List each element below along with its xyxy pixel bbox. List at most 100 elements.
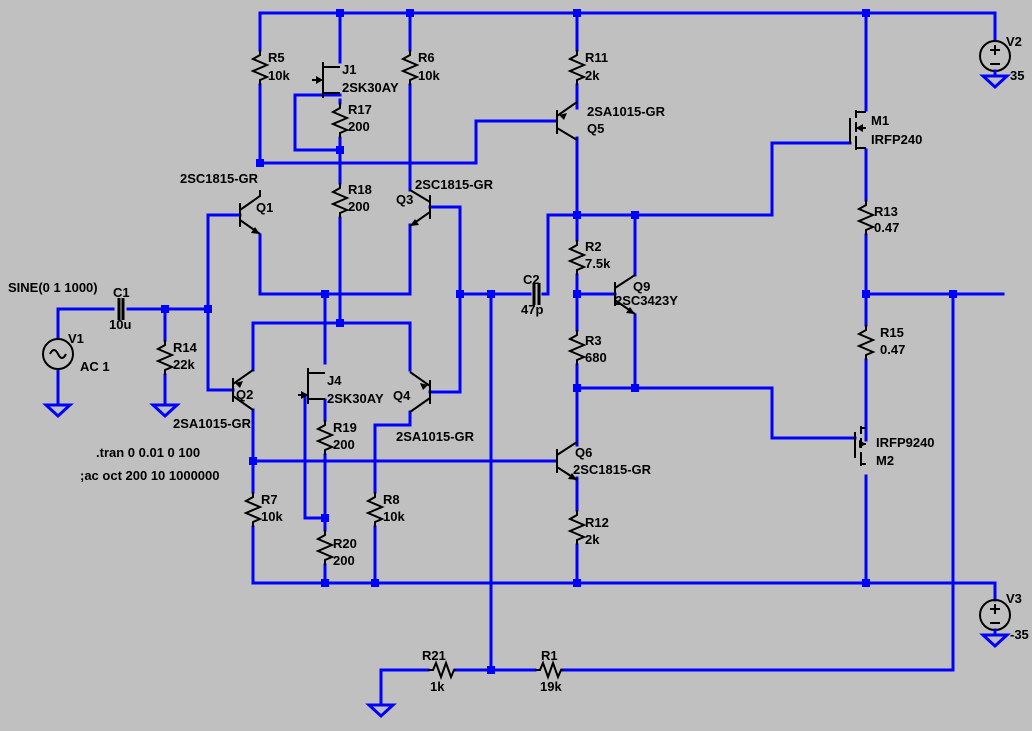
q1-ref: Q1 xyxy=(256,200,273,215)
r13-ref: R13 xyxy=(874,204,898,219)
transistors xyxy=(232,62,866,481)
r1-value: 19k xyxy=(540,679,562,694)
v2-value: 35 xyxy=(1010,68,1024,83)
ground-icon xyxy=(42,403,74,419)
capacitors xyxy=(117,283,541,320)
resistor-r15[interactable] xyxy=(856,325,876,360)
resistor-r11[interactable] xyxy=(567,50,587,85)
q3-ref: Q3 xyxy=(396,192,413,207)
jfet-j4[interactable] xyxy=(298,368,325,404)
resistor-r1[interactable] xyxy=(535,660,563,680)
r11-value: 2k xyxy=(585,68,600,83)
voltage-source-v1[interactable] xyxy=(42,338,74,370)
resistor-r17[interactable] xyxy=(330,103,350,138)
r15-ref: R15 xyxy=(880,325,904,340)
r15-value: 0.47 xyxy=(880,342,905,357)
resistor-r19[interactable] xyxy=(315,420,335,455)
m2-ref: M2 xyxy=(876,453,894,468)
junctions xyxy=(161,9,957,674)
r8-ref: R8 xyxy=(383,492,400,507)
capacitor-c2[interactable] xyxy=(532,283,541,305)
q5-ref: Q5 xyxy=(587,121,604,136)
q6-ref: Q6 xyxy=(575,445,592,460)
transistor-q1[interactable] xyxy=(239,190,261,235)
tran-directive[interactable]: .tran 0 0.01 0 100 xyxy=(96,445,200,460)
resistor-r12[interactable] xyxy=(567,510,587,545)
resistor-r13[interactable] xyxy=(856,200,876,235)
resistor-r7[interactable] xyxy=(243,492,263,527)
resistor-r21[interactable] xyxy=(428,660,456,680)
c2-value: 47p xyxy=(521,302,543,317)
v1-value: AC 1 xyxy=(80,359,110,374)
r5-ref: R5 xyxy=(268,50,285,65)
capacitor-c1[interactable] xyxy=(117,298,125,320)
wires xyxy=(56,11,1005,707)
r7-ref: R7 xyxy=(261,492,278,507)
r20-value: 200 xyxy=(333,553,355,568)
m1-value: IRFP240 xyxy=(871,132,922,147)
resistors xyxy=(155,50,876,680)
r3-ref: R3 xyxy=(585,333,602,348)
r8-value: 10k xyxy=(383,509,405,524)
resistor-r6[interactable] xyxy=(400,50,420,85)
q9-ref: Q9 xyxy=(633,279,650,294)
q2-ref: Q2 xyxy=(236,387,253,402)
j1-value: 2SK30AY xyxy=(342,80,399,95)
r14-value: 22k xyxy=(173,357,195,372)
mosfet-m2[interactable] xyxy=(854,426,866,466)
resistor-r14[interactable] xyxy=(155,340,175,375)
r2-value: 7.5k xyxy=(585,256,611,271)
mosfet-m1[interactable] xyxy=(849,110,866,150)
ground-icon xyxy=(979,74,1011,90)
r19-ref: R19 xyxy=(333,420,357,435)
transistor-q4[interactable] xyxy=(409,371,431,413)
r21-value: 1k xyxy=(430,679,445,694)
m1-ref: M1 xyxy=(871,113,889,128)
ground-icon xyxy=(149,403,181,419)
r5-value: 10k xyxy=(268,68,290,83)
resistor-r8[interactable] xyxy=(365,492,385,527)
jfet-j1[interactable] xyxy=(312,62,340,98)
transistor-q2[interactable] xyxy=(232,369,254,411)
transistor-q5[interactable] xyxy=(556,101,578,141)
r11-ref: R11 xyxy=(585,50,608,65)
resistor-r20[interactable] xyxy=(315,530,335,565)
q4-value: 2SA1015-GR xyxy=(396,429,475,444)
r6-ref: R6 xyxy=(418,50,435,65)
r13-value: 0.47 xyxy=(874,220,899,235)
r1-ref: R1 xyxy=(541,648,558,663)
q2-value: 2SA1015-GR xyxy=(173,416,252,431)
v3-value: -35 xyxy=(1010,627,1029,642)
j4-value: 2SK30AY xyxy=(327,391,384,406)
grounds xyxy=(42,69,1011,719)
resistor-r3[interactable] xyxy=(567,330,587,365)
transistor-q3[interactable] xyxy=(409,189,431,227)
transistor-q9[interactable] xyxy=(614,274,636,315)
c1-value: 10u xyxy=(109,317,131,332)
q9-value: 2SC3423Y xyxy=(615,293,678,308)
q1-value: 2SC1815-GR xyxy=(180,171,259,186)
r2-ref: R2 xyxy=(585,239,602,254)
r20-ref: R20 xyxy=(333,536,357,551)
labels: R5 10k R6 10k J1 2SK30AY R17 200 R18 200… xyxy=(8,34,1029,694)
c2-ref: C2 xyxy=(523,272,540,287)
r12-ref: R12 xyxy=(585,515,609,530)
j1-ref: J1 xyxy=(342,62,356,77)
resistor-r5[interactable] xyxy=(250,50,270,85)
r17-value: 200 xyxy=(348,119,370,134)
r6-value: 10k xyxy=(418,68,440,83)
ac-directive[interactable]: ;ac oct 200 10 1000000 xyxy=(80,468,220,483)
r18-ref: R18 xyxy=(348,182,372,197)
q3-value: 2SC1815-GR xyxy=(415,177,494,192)
r18-value: 200 xyxy=(348,199,370,214)
r7-value: 10k xyxy=(261,509,283,524)
r12-value: 2k xyxy=(585,532,600,547)
r3-value: 680 xyxy=(585,350,607,365)
c1-ref: C1 xyxy=(113,285,130,300)
resistor-r2[interactable] xyxy=(567,240,587,275)
q6-value: 2SC1815-GR xyxy=(573,462,652,477)
v2-ref: V2 xyxy=(1006,34,1022,49)
resistor-r18[interactable] xyxy=(330,183,350,218)
transistor-q6[interactable] xyxy=(556,441,578,481)
